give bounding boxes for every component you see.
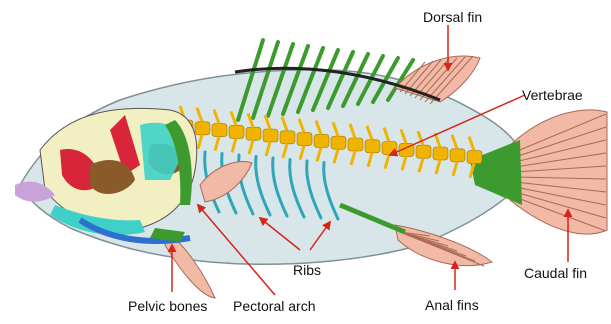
label-vertebrae: Vertebrae [522, 87, 583, 103]
vertebra [365, 140, 380, 153]
vertebra [212, 124, 227, 137]
vertebra [433, 147, 448, 160]
label-pelvic-bones: Pelvic bones [128, 298, 207, 314]
vertebra [229, 125, 244, 138]
vertebra [246, 127, 261, 140]
vertebra [263, 129, 278, 142]
label-ribs: Ribs [293, 262, 321, 278]
vertebra [280, 131, 295, 144]
vertebra [297, 133, 312, 146]
vertebra [348, 138, 363, 151]
label-pectoral-arch: Pectoral arch [233, 298, 315, 314]
label-dorsal-fin: Dorsal fin [423, 9, 482, 25]
vertebra [416, 145, 431, 158]
label-caudal-fin: Caudal fin [524, 265, 587, 281]
label-anal-fins: Anal fins [425, 297, 479, 313]
vertebra [195, 122, 210, 135]
vertebra [467, 151, 482, 164]
vertebra [314, 134, 329, 147]
vertebra [450, 149, 465, 162]
vertebra [331, 136, 346, 149]
